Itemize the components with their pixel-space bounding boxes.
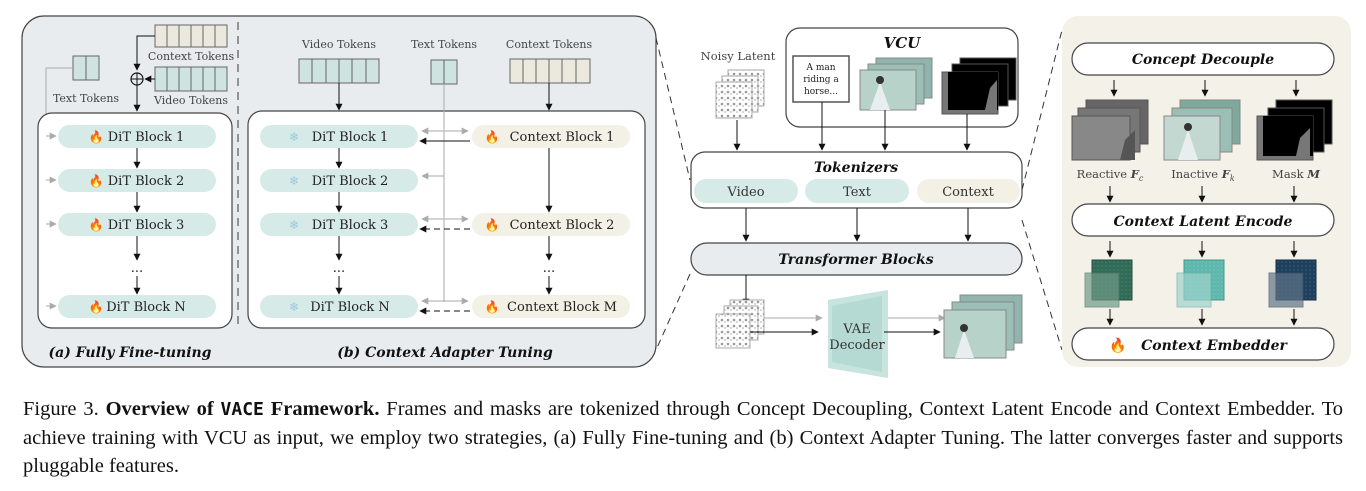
dit-block-label: DiT Block N: [310, 300, 390, 315]
snowflake-icon: ❄: [289, 174, 299, 188]
panel-b-title: (b) Context Adapter Tuning: [337, 345, 553, 361]
figure-caption: Figure 3. Overview of VACE Framework. Fr…: [23, 395, 1343, 480]
ellipsis: ...: [333, 261, 345, 276]
transformer-title: Transformer Blocks: [778, 252, 933, 268]
dit-block: [58, 213, 216, 236]
panel-a-context-tokens-label: Context Tokens: [148, 50, 235, 63]
fire-icon: 🔥: [485, 300, 500, 314]
dit-block-label: DiT Block 3: [312, 218, 388, 233]
tokenizer-video: [694, 179, 798, 203]
context-embedder-title: Context Embedder: [1141, 338, 1288, 354]
context-block-label: Context Block 2: [510, 218, 615, 233]
output-latent-cube: [715, 299, 765, 349]
reactive-label: Reactive Fc: [1077, 167, 1144, 183]
dit-block-frozen: [260, 125, 418, 148]
snowflake-icon: ❄: [289, 130, 299, 144]
vcu-title: VCU: [884, 34, 922, 52]
vae-label: VAE: [842, 322, 870, 337]
concept-decouple-box: [1071, 42, 1335, 76]
dit-block: [58, 125, 216, 148]
panel-b-video-tokens: [298, 58, 380, 84]
latent-encode-title: Context Latent Encode: [1114, 214, 1293, 230]
panel-b-context-tokens: [509, 58, 591, 84]
vcu-video-frames: [859, 57, 933, 111]
inactive-label: Inactive Fk: [1171, 167, 1235, 183]
figure-diagram: Context Tokens Video Tokens Text Tokens …: [21, 15, 1351, 378]
panel-b-text-tokens-label: Text Tokens: [411, 38, 477, 51]
caption-prefix: Figure 3.: [23, 398, 99, 420]
context-block: [472, 295, 630, 318]
noisy-latent-label: Noisy Latent: [701, 49, 776, 63]
caption-bold-2: Framework.: [270, 398, 380, 420]
context-block: [472, 125, 630, 148]
tokenizer-context-label: Context: [942, 185, 994, 200]
tokenizer-text-label: Text: [843, 185, 872, 200]
fire-icon: 🔥: [1109, 337, 1126, 354]
context-embedder-box: [1071, 327, 1335, 361]
caption-body: Frames and masks are tokenized through C…: [23, 398, 1344, 477]
tokenizer-context: [917, 179, 1020, 203]
latent-cube-inactive: [1176, 259, 1225, 308]
latent-encode-box: [1071, 203, 1335, 237]
fire-icon: 🔥: [89, 218, 104, 232]
panel-a-title: (a) Fully Fine-tuning: [49, 345, 212, 361]
context-block-label: Context Block 1: [510, 130, 615, 145]
concept-decouple-title: Concept Decouple: [1132, 52, 1274, 68]
panel-a-text-tokens-label: Text Tokens: [53, 92, 119, 105]
dit-block-label: DiT Block N: [106, 300, 186, 315]
transformer-blocks: [690, 242, 1023, 276]
tokenizer-video-label: Video: [726, 185, 764, 200]
dit-block-frozen: [260, 295, 418, 318]
panel-a-video-tokens-label: Video Tokens: [153, 94, 228, 107]
dit-block-frozen: [260, 169, 418, 192]
vae-label: Decoder: [829, 338, 885, 353]
reactive-frames: [1071, 99, 1149, 161]
mask-label: Mask M: [1272, 167, 1321, 181]
vcu-text-line: horse...: [804, 87, 838, 97]
panel-a-video-tokens: [154, 66, 228, 92]
context-block: [472, 213, 630, 236]
inactive-frames: [1163, 99, 1241, 161]
snowflake-icon: ❄: [289, 300, 299, 314]
vcu-text-line: A man: [805, 63, 835, 73]
fire-icon: 🔥: [485, 130, 500, 144]
panel-a-text-tokens: [72, 55, 100, 81]
panel-b-text-tokens: [430, 59, 458, 85]
mask-frames: [1256, 99, 1333, 161]
noisy-latent-cube: [715, 69, 765, 119]
latent-cube-mask: [1268, 259, 1317, 308]
snowflake-icon: ❄: [289, 218, 299, 232]
tokenizer-text: [805, 179, 909, 203]
dit-block: [58, 169, 216, 192]
panel-b-video-tokens-label: Video Tokens: [301, 38, 376, 51]
caption-bold-1: Overview of: [105, 398, 214, 420]
dit-block-frozen: [260, 213, 418, 236]
context-block-label: Context Block M: [507, 300, 617, 315]
latent-cube-reactive: [1084, 259, 1133, 308]
ellipsis: ...: [543, 261, 555, 276]
fire-icon: 🔥: [89, 130, 104, 144]
dit-block-label: DiT Block 2: [108, 174, 184, 189]
tokenizers-title: Tokenizers: [814, 160, 898, 176]
vcu-text-line: riding a: [803, 75, 839, 85]
dit-block-label: DiT Block 1: [108, 130, 184, 145]
dit-block-label: DiT Block 1: [312, 130, 388, 145]
vcu-text-prompt: [792, 55, 850, 103]
dit-block: [58, 295, 216, 318]
vcu-mask-frames: [941, 57, 1017, 115]
dit-block-label: DiT Block 2: [312, 174, 388, 189]
fire-icon: 🔥: [89, 174, 104, 188]
fire-icon: 🔥: [89, 300, 104, 314]
panel-a-context-tokens: [154, 24, 228, 48]
ellipsis: ...: [131, 261, 143, 276]
caption-vace: VACE: [220, 399, 264, 420]
output-video-frames: [943, 294, 1023, 359]
fire-icon: 🔥: [485, 218, 500, 232]
dit-block-label: DiT Block 3: [108, 218, 184, 233]
panel-b-context-tokens-label: Context Tokens: [506, 38, 593, 51]
